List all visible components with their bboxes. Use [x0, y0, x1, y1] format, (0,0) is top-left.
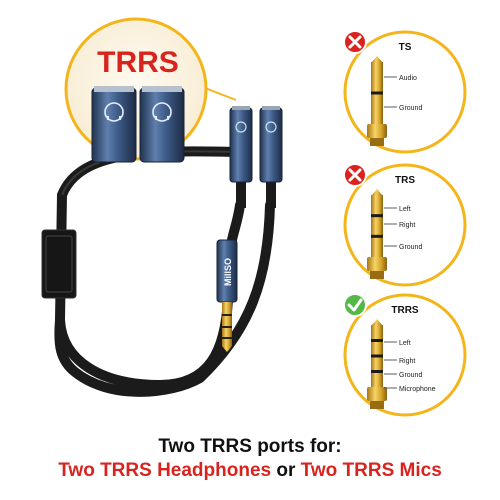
- panel-title: TRRS: [391, 305, 419, 316]
- headset-icon: [265, 121, 277, 133]
- caption-line2: Two TRRS Headphones or Two TRRS Mics: [0, 460, 500, 482]
- socket-left: [229, 107, 253, 183]
- socket-right: [259, 107, 283, 183]
- splitter-block: [41, 229, 77, 299]
- zoom-detail: TRRS: [64, 17, 237, 163]
- pin-label: Right: [399, 222, 415, 229]
- pin-label: Ground: [399, 372, 422, 379]
- plug-illustration: [367, 189, 387, 279]
- zoom-label: TRRS: [97, 46, 179, 79]
- pin-label: Left: [399, 206, 411, 213]
- caption-line1: Two TRRS ports for:: [158, 436, 342, 457]
- panel-title: TS: [399, 42, 412, 53]
- plug-illustration: [367, 56, 387, 146]
- plug-comparison-panels: TSAudioGroundTRSLeftRightGroundTRRSLeftR…: [343, 30, 467, 417]
- caption-headphones: Two TRRS Headphones: [58, 460, 272, 481]
- headset-icon: [152, 102, 172, 122]
- brand-label: MillSO: [223, 258, 233, 286]
- pin-label: Right: [399, 358, 415, 365]
- pin-label: Ground: [399, 105, 422, 112]
- headset-icon: [235, 121, 247, 133]
- caption-mics: Two TRRS Mics: [300, 460, 442, 481]
- green-check-icon: [343, 293, 367, 317]
- plug-illustration: [367, 319, 387, 409]
- pin-label: Ground: [399, 244, 422, 251]
- pin-label: Left: [399, 340, 411, 347]
- female-trrs-sockets: [229, 106, 283, 208]
- pin-label: Microphone: [399, 386, 436, 393]
- pin-label: Audio: [399, 75, 417, 82]
- panel-title: TRS: [395, 175, 415, 186]
- caption-or: or: [271, 460, 301, 481]
- male-trrs-plug: MillSO: [216, 239, 238, 352]
- headset-icon: [104, 102, 124, 122]
